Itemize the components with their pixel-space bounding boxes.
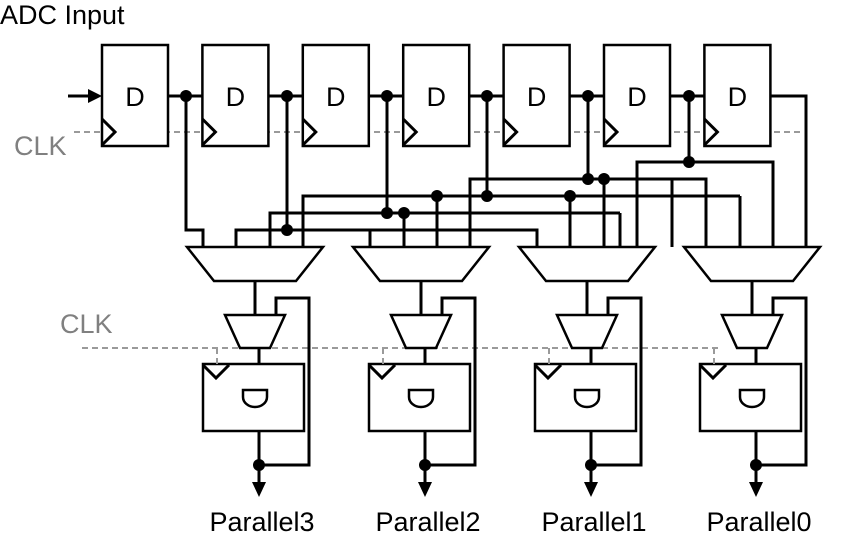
junction-dot — [750, 459, 762, 471]
output-arrow-icon — [749, 482, 763, 497]
mux-4to1 — [184, 245, 326, 283]
clock-input-icon — [402, 117, 419, 147]
register-d-glyph — [573, 388, 601, 409]
clock-input-icon — [201, 117, 218, 147]
feedback-wire — [425, 296, 477, 467]
mux-4to1 — [350, 245, 492, 283]
clk-label-bottom: CLK — [60, 309, 113, 339]
clock-input-icon — [100, 117, 118, 147]
output-channels: Parallel3 Parallel2 Parallel1 Parallel0 — [184, 245, 823, 534]
clock-input-icon — [201, 363, 231, 381]
junction-dots — [180, 90, 695, 236]
d-flipflop-3: D — [301, 43, 371, 148]
d-flipflop-2: D — [201, 43, 270, 148]
output-label: Parallel3 — [209, 507, 314, 534]
output-label: Parallel1 — [541, 507, 646, 534]
d-flipflop-1: D — [100, 43, 170, 148]
clock-input-icon — [367, 363, 397, 381]
register-d-glyph — [241, 388, 269, 409]
d-flipflop-6: D — [602, 43, 672, 148]
feedback-wire — [259, 296, 311, 467]
clock-input-icon — [502, 117, 519, 147]
flipflop-label: D — [326, 82, 346, 112]
output-arrow-icon — [252, 482, 266, 497]
output-arrow-icon — [584, 482, 598, 497]
mux-2to1 — [389, 313, 453, 350]
junction-dot — [419, 459, 431, 471]
clock-input-icon — [602, 117, 620, 147]
junction-dot — [585, 459, 597, 471]
mux-4to1 — [681, 245, 823, 283]
mux-2to1 — [555, 313, 619, 350]
flipflop-label: D — [125, 82, 145, 112]
clock-input-icon — [703, 117, 720, 147]
channel-parallel0: Parallel0 — [681, 245, 823, 534]
flipflop-label: D — [527, 82, 547, 112]
d-flipflop-5: D — [502, 43, 571, 148]
clock-input-icon — [698, 363, 728, 381]
mux-2to1 — [720, 313, 784, 350]
input-arrow-icon — [88, 89, 102, 103]
junction-dot — [253, 459, 265, 471]
output-label: Parallel2 — [375, 507, 480, 534]
register-d-glyph — [407, 388, 435, 409]
clk-label-top: CLK — [14, 131, 67, 161]
output-register — [698, 362, 803, 433]
flipflop-label: D — [226, 82, 246, 112]
channel-parallel2: Parallel2 — [350, 245, 492, 534]
mux-2to1 — [223, 313, 287, 350]
flipflop-label: D — [426, 82, 446, 112]
feedback-wire — [756, 296, 808, 467]
feedback-wire — [591, 296, 643, 467]
clock-input-icon — [533, 363, 563, 381]
flipflop-label: D — [728, 82, 748, 112]
output-arrow-icon — [418, 482, 432, 497]
d-flipflop-7: D — [703, 43, 772, 148]
channel-parallel1: Parallel1 — [516, 245, 658, 534]
routing-wires — [168, 94, 808, 247]
channel-parallel3: Parallel3 — [184, 245, 326, 534]
register-d-glyph — [738, 388, 766, 409]
d-flipflop-4: D — [401, 43, 471, 148]
flipflop-label: D — [627, 82, 647, 112]
diagram-title: ADC Input — [0, 0, 125, 30]
clock-input-icon — [301, 117, 318, 147]
output-label: Parallel0 — [706, 507, 811, 534]
mux-4to1 — [516, 245, 658, 283]
